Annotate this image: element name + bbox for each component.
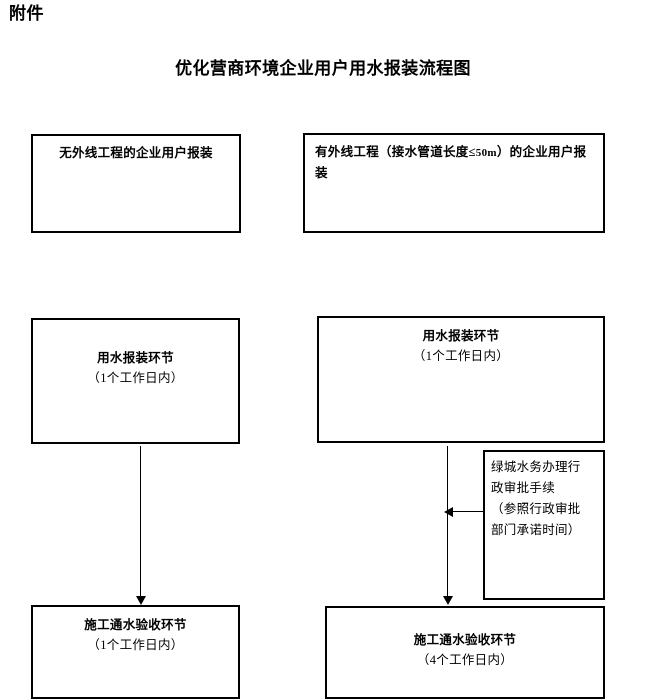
node-with-external-pipeline-text-part1: 有外线工程（接水管道长度≤	[315, 145, 476, 159]
node-construction-acceptance-right: 施工通水验收环节 （4个工作日内）	[325, 606, 605, 699]
node-construction-acceptance-right-title: 施工通水验收环节	[413, 633, 517, 647]
node-administrative-approval-note-line4: 部门承诺时间）	[491, 523, 581, 537]
node-administrative-approval-note-line2: 政审批手续	[491, 481, 556, 495]
node-application-stage-right-title: 用水报装环节	[422, 329, 500, 343]
attachment-label: 附件	[9, 4, 44, 23]
node-construction-acceptance-right-content: 施工通水验收环节 （4个工作日内）	[327, 630, 603, 670]
node-with-external-pipeline-content: 有外线工程（接水管道长度≤50m）的企业用户报装	[305, 142, 603, 183]
node-application-stage-right: 用水报装环节 （1个工作日内）	[317, 316, 605, 443]
connector-right-vertical-line	[447, 446, 448, 598]
node-application-stage-left-title: 用水报装环节	[97, 351, 174, 365]
node-with-external-pipeline-title: 有外线工程（接水管道长度≤50m）的企业用户报装	[315, 142, 593, 183]
page-title: 优化营商环境企业用户用水报装流程图	[175, 59, 471, 78]
node-no-external-pipeline-title: 无外线工程的企业用户报装	[59, 146, 213, 160]
node-construction-acceptance-left-content: 施工通水验收环节 （1个工作日内）	[33, 615, 238, 655]
node-application-stage-left: 用水报装环节 （1个工作日内）	[31, 318, 240, 444]
connector-approval-note-arrowhead-icon	[444, 506, 453, 517]
node-construction-acceptance-right-duration: （4个工作日内）	[416, 653, 514, 667]
node-administrative-approval-note-line1: 绿城水务办理行	[491, 460, 581, 474]
node-application-stage-left-duration: （1个工作日内）	[87, 371, 184, 385]
node-construction-acceptance-left: 施工通水验收环节 （1个工作日内）	[31, 605, 240, 699]
node-application-stage-left-content: 用水报装环节 （1个工作日内）	[33, 348, 238, 388]
node-administrative-approval-note: 绿城水务办理行 政审批手续 （参照行政审批 部门承诺时间）	[483, 450, 605, 600]
node-construction-acceptance-left-title: 施工通水验收环节	[84, 618, 187, 632]
node-with-external-pipeline-length-unit: 50m	[475, 147, 497, 159]
node-no-external-pipeline: 无外线工程的企业用户报装	[31, 134, 241, 233]
node-with-external-pipeline-text-part2: ）的企业用户报装	[315, 145, 587, 180]
node-with-external-pipeline: 有外线工程（接水管道长度≤50m）的企业用户报装	[303, 133, 605, 233]
node-application-stage-right-duration: （1个工作日内）	[412, 349, 510, 363]
connector-right-arrowhead-icon	[442, 596, 453, 605]
node-application-stage-right-content: 用水报装环节 （1个工作日内）	[319, 326, 603, 366]
connector-left-vertical-line	[140, 446, 141, 598]
node-administrative-approval-note-content: 绿城水务办理行 政审批手续 （参照行政审批 部门承诺时间）	[485, 457, 603, 541]
connector-approval-note-horizontal-line	[452, 511, 483, 512]
node-no-external-pipeline-content: 无外线工程的企业用户报装	[33, 143, 239, 163]
connector-left-arrowhead-icon	[135, 596, 146, 605]
node-administrative-approval-note-line3: （参照行政审批	[491, 502, 581, 516]
node-construction-acceptance-left-duration: （1个工作日内）	[87, 638, 184, 652]
